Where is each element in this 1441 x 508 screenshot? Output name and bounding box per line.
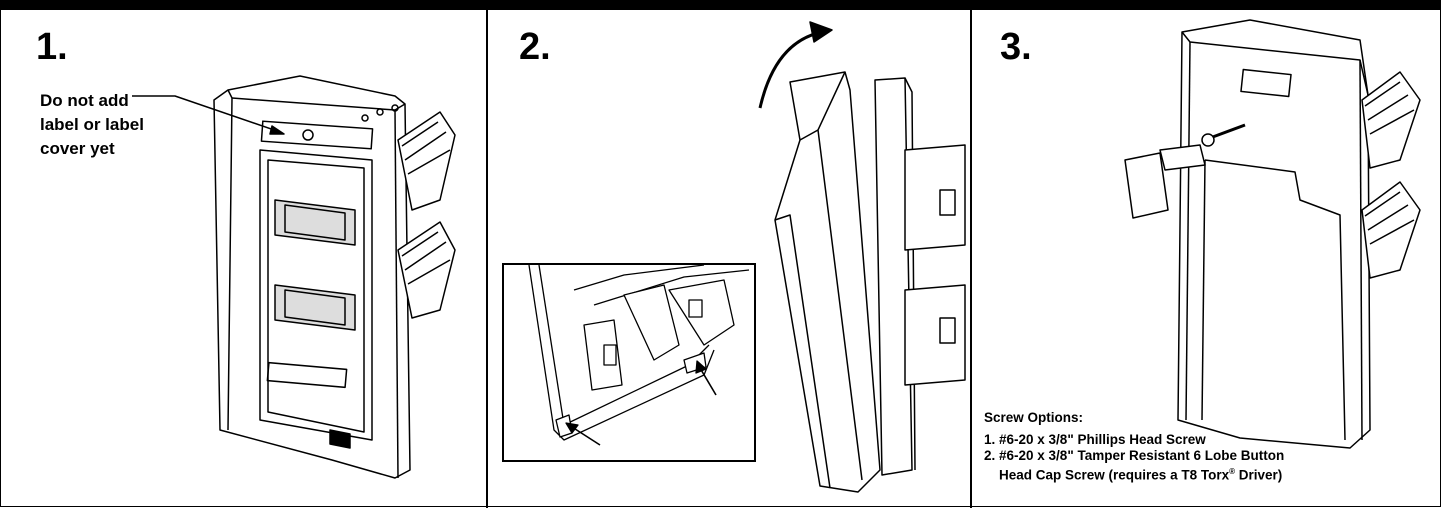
registered-mark: ® [1229, 467, 1235, 476]
step-number-2: 2. [519, 26, 551, 68]
inset-detail-drawing [528, 265, 750, 446]
screw-option-1: 1. #6-20 x 3/8" Phillips Head Screw [984, 432, 1206, 447]
hinged-plate-illustration [758, 21, 966, 493]
faceplate-illustration [132, 75, 456, 479]
screw-options: Screw Options: 1. #6-20 x 3/8" Phillips … [984, 410, 1284, 484]
step1-note-line1: Do not add [40, 91, 129, 110]
top-bar [0, 0, 1441, 10]
step1-note-line2: label or label [40, 115, 144, 134]
panel-divider-1 [486, 10, 488, 508]
installed-faceplate-illustration [1124, 19, 1421, 449]
screw-option-2: 2. #6-20 x 3/8" Tamper Resistant 6 Lobe … [984, 448, 1285, 463]
screw-option-2-text-b: Driver) [1235, 467, 1283, 483]
screw-option-2-text-a: Head Cap Screw (requires a T8 Torx [999, 467, 1230, 483]
step-number-1: 1. [36, 26, 68, 68]
inset-detail [502, 263, 756, 462]
step1-note: Do not add label or label cover yet [40, 89, 144, 161]
step-number-3: 3. [1000, 26, 1032, 68]
step1-note-line3: cover yet [40, 139, 115, 158]
panel-divider-2 [970, 10, 972, 508]
screw-option-2-continued: Head Cap Screw (requires a T8 Torx® Driv… [984, 464, 1284, 484]
screw-options-heading: Screw Options: [984, 410, 1084, 425]
